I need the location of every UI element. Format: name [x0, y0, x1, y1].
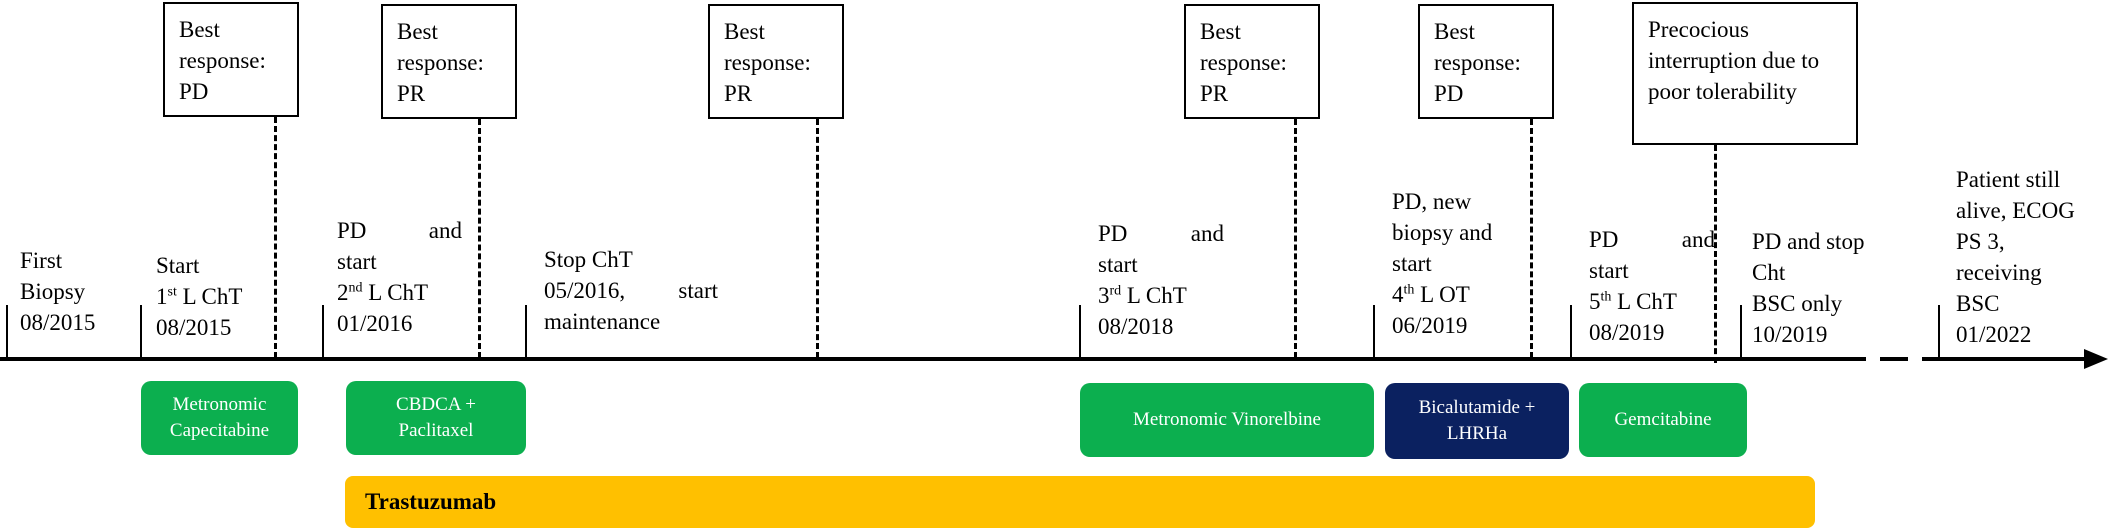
event-label-start-2nd-line: PD and start 2nd L ChT 01/2016 — [337, 218, 462, 336]
response-text: Best response: PR — [397, 19, 484, 106]
response-box-6: Precocious interruption due to poor tole… — [1632, 2, 1858, 145]
dashed-connector-4 — [1294, 119, 1297, 358]
event-label-stop-cht: Stop ChT 05/2016, start maintenance — [544, 247, 718, 334]
dashed-connector-6 — [1714, 145, 1717, 363]
therapy-bicalutamide-lhrha: Bicalutamide + LHRHa — [1385, 383, 1569, 459]
therapy-trastuzumab-bar: Trastuzumab — [345, 476, 1815, 528]
response-text: Best response: PD — [179, 17, 266, 104]
event-label-start-4th-line: PD, new biopsy and start 4th L OT 06/201… — [1392, 189, 1493, 338]
therapy-gemcitabine: Gemcitabine — [1579, 383, 1747, 457]
therapy-cbdca-paclitaxel: CBDCA + Paclitaxel — [346, 381, 526, 455]
event-tick-4 — [525, 305, 527, 360]
response-box-5: Best response: PD — [1418, 4, 1554, 119]
event-tick-8 — [1740, 305, 1742, 360]
response-text: Best response: PR — [724, 19, 811, 106]
event-label-first-biopsy: First Biopsy 08/2015 — [20, 248, 96, 335]
response-box-2: Best response: PR — [381, 4, 517, 119]
event-label-patient-alive: Patient still alive, ECOG PS 3, receivin… — [1956, 167, 2075, 347]
event-label-start-5th-line: PD and start 5th L ChT 08/2019 — [1589, 227, 1715, 345]
response-box-4: Best response: PR — [1184, 4, 1320, 119]
response-box-1: Best response: PD — [163, 2, 299, 117]
response-text: Precocious interruption due to poor tole… — [1648, 17, 1820, 104]
dashed-connector-3 — [816, 119, 819, 358]
response-box-3: Best response: PR — [708, 4, 844, 119]
event-label-start-3rd-line: PD and start 3rd L ChT 08/2018 — [1098, 221, 1224, 339]
response-text: Best response: PR — [1200, 19, 1287, 106]
therapy-metronomic-vinorelbine: Metronomic Vinorelbine — [1080, 383, 1374, 457]
event-tick-1 — [6, 305, 8, 360]
event-tick-3 — [322, 305, 324, 360]
event-tick-2 — [140, 305, 142, 360]
dashed-connector-5 — [1530, 119, 1533, 358]
event-tick-7 — [1570, 305, 1572, 360]
event-tick-6 — [1373, 305, 1375, 360]
event-tick-5 — [1079, 305, 1081, 360]
response-text: Best response: PD — [1434, 19, 1521, 106]
dashed-connector-1 — [274, 117, 277, 358]
dashed-connector-2 — [478, 119, 481, 358]
event-label-start-1st-line: Start 1st L ChT 08/2015 — [156, 253, 243, 340]
therapy-metronomic-capecitabine: Metronomic Capecitabine — [141, 381, 298, 455]
event-label-stop-cht-bsc: PD and stop Cht BSC only 10/2019 — [1752, 229, 1865, 347]
timeline-axis — [0, 349, 2108, 369]
event-tick-9 — [1938, 305, 1940, 360]
